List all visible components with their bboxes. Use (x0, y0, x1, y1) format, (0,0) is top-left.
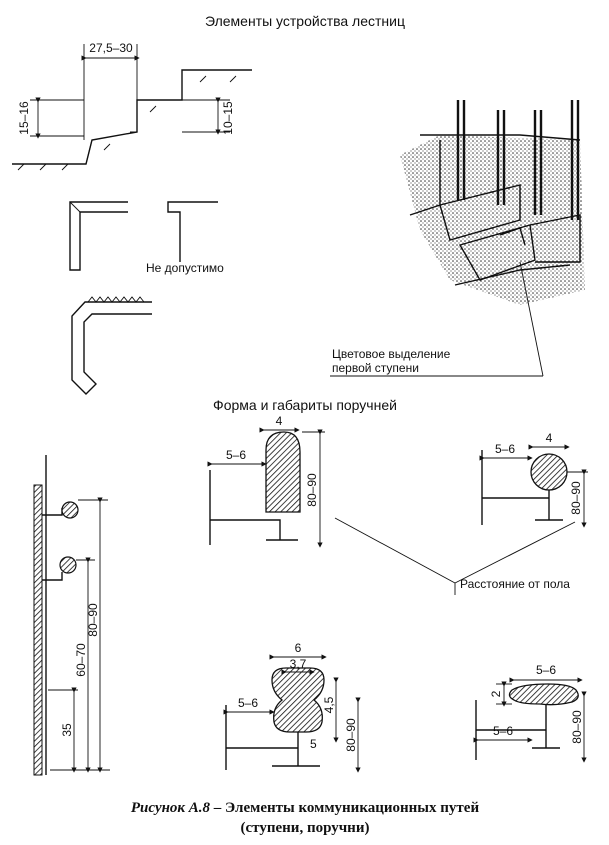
rail-b-height: 80–90 (569, 481, 583, 515)
rail-c-width: 6 (295, 641, 302, 655)
floor-distance-label: Расстояние от пола (460, 577, 570, 591)
rail-c-inner: 3,7 (290, 657, 307, 671)
rail-c-height: 80–90 (344, 718, 358, 752)
figure-caption-line1: Рисунок А.8 – Элементы коммуникационных … (131, 800, 480, 816)
wall-height-bottom: 35 (60, 723, 74, 737)
riser-height-dim: 15–16 (17, 101, 31, 135)
stair-profile: 27,5–30 15–16 10–15 (12, 41, 252, 171)
first-step-callout-1: Цветовое выделение (332, 347, 451, 361)
wall-height-main: 80–90 (86, 603, 100, 637)
floor-distance-callout: Расстояние от пола (334, 517, 576, 595)
rail-b-width: 4 (546, 431, 553, 445)
rail-d-offset: 5–6 (493, 724, 513, 738)
stair-perspective: Цветовое выделение первой ступени (330, 100, 585, 377)
rail-c-offset: 5–6 (238, 696, 258, 710)
rail-c-neck: 5 (310, 737, 317, 751)
rail-c: 6 3,7 5–6 4,5 5 80–90 (223, 641, 361, 773)
rail-a: 4 5–6 80–90 (207, 414, 325, 548)
figure-caption-line2: (ступени, поручни) (241, 820, 370, 836)
nosing-details: Не допустимо (69, 201, 224, 395)
wall-handrails: 80–90 60–70 35 (33, 455, 110, 776)
rail-a-height: 80–90 (305, 473, 319, 507)
rail-b-offset: 5–6 (495, 442, 515, 456)
figure-caption-title: – Элементы коммуникационных путей (210, 800, 479, 816)
rail-d-height: 80–90 (570, 710, 584, 744)
rail-d: 5–6 2 5–6 80–90 (473, 663, 587, 763)
rail-c-depth: 4,5 (322, 696, 336, 713)
rail-d-width: 5–6 (536, 663, 556, 677)
first-step-callout-2: первой ступени (332, 361, 419, 375)
rail-d-thickness: 2 (489, 690, 503, 697)
rail-a-offset: 5–6 (226, 448, 246, 462)
section1-title: Элементы устройства лестниц (205, 13, 405, 29)
riser-alt-dim: 10–15 (221, 101, 235, 135)
rail-a-width: 4 (276, 414, 283, 428)
figure-caption-label: Рисунок А.8 (131, 800, 211, 816)
section2-title: Форма и габариты поручней (213, 397, 397, 413)
wall-height-child: 60–70 (74, 643, 88, 677)
tread-width-dim: 27,5–30 (89, 41, 133, 55)
rail-b: 4 5–6 80–90 (479, 431, 588, 528)
not-allowed-label: Не допустимо (146, 261, 224, 275)
